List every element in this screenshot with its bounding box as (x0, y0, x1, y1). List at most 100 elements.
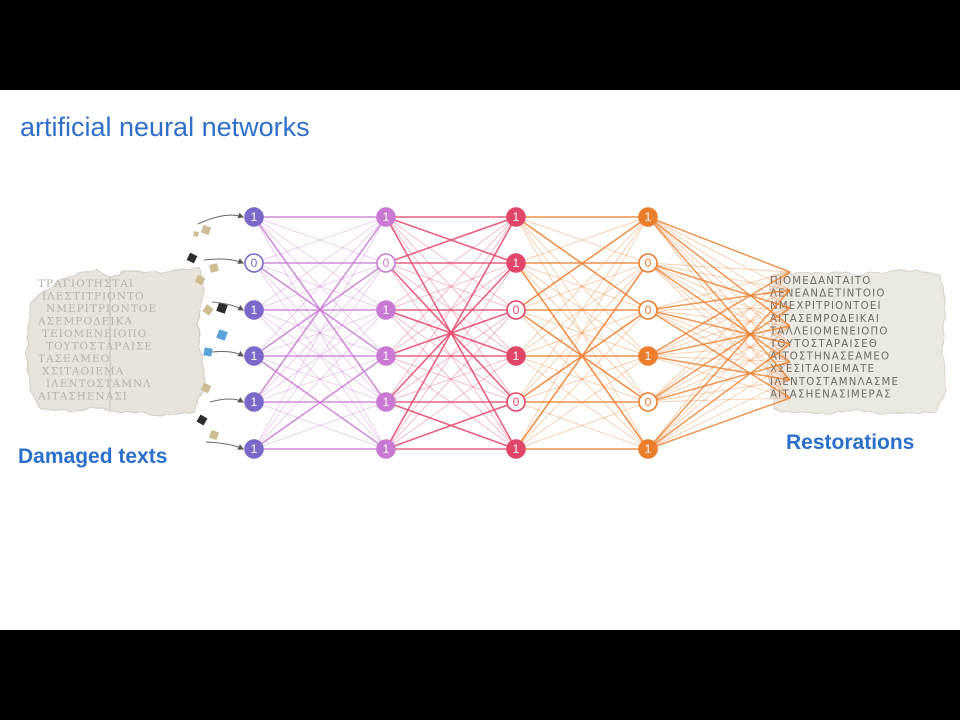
damaged-texts-caption: Damaged texts (18, 445, 168, 468)
restored-text-line: ΧΣΕΣΙΤΑΟΙΕΜΑΤΕ (770, 364, 875, 375)
network-node (506, 392, 526, 412)
network-node (506, 300, 526, 320)
output-edge (647, 325, 791, 450)
output-edge (647, 309, 791, 399)
network-edge (385, 216, 517, 357)
node-label: 0 (513, 395, 520, 409)
network-edge (515, 216, 649, 357)
network-edge (385, 355, 517, 450)
fragment-piece (196, 414, 208, 426)
node-label: 1 (383, 395, 390, 409)
network-edge (515, 309, 649, 357)
network-edge (515, 401, 649, 450)
network-node (376, 346, 396, 366)
damaged-text-line: ΤΑΣΕΑΜΕΟ (38, 353, 110, 365)
output-edge (647, 325, 791, 357)
damaged-text-line: ΤΕΙΟΜΕΝΕΙΟΠΟ (42, 328, 147, 340)
network-edge (515, 216, 649, 450)
node-label: 1 (645, 442, 652, 456)
network-edge (253, 216, 387, 357)
restored-text-line: ΛΕΝΕΑΝΔΕΤΙΝΤΟΙΟ (770, 289, 886, 300)
network-node (244, 392, 264, 412)
node-label: 1 (251, 395, 258, 409)
damaged-text-line: ΑΙΤΑΣΗΕΝΑΣΙ (37, 391, 128, 403)
network-edge (515, 262, 649, 357)
network-edge (253, 262, 387, 311)
restored-text-line: ΤΟΥΤΟΣΤΑΡΑΙΣΕΘ (769, 339, 878, 350)
output-edge (647, 271, 791, 450)
network-edge (253, 216, 387, 357)
node-label: 1 (513, 349, 520, 363)
network-edge (515, 216, 649, 311)
node-label: 1 (383, 303, 390, 317)
output-edge (647, 262, 791, 273)
network-edge (515, 216, 649, 403)
network-edge (253, 401, 387, 450)
node-label: 1 (251, 210, 258, 224)
input-arrow (205, 441, 245, 450)
output-edge (647, 216, 791, 399)
network-node (638, 439, 658, 459)
network-edge (385, 355, 517, 403)
network-edge (253, 216, 387, 264)
damaged-text-line: ΧΣΙΤΑΟΙΕΜΑ (42, 366, 124, 378)
network-node (638, 300, 658, 320)
node-label: 1 (251, 349, 258, 363)
network-edge (253, 216, 387, 403)
fragment-piece (186, 252, 198, 264)
output-edge (647, 271, 791, 311)
slide-title: artificial neural networks (20, 112, 310, 142)
network-node (506, 346, 526, 366)
output-edge (647, 355, 791, 381)
network-node (376, 207, 396, 227)
network-edge (385, 216, 517, 357)
network-edge (515, 309, 649, 450)
network-connections (253, 216, 649, 450)
restored-text-line: ΤΑΛΛΕΙΟΜΕΝΕΙΟΠΟ (769, 326, 889, 337)
output-edge (647, 289, 791, 311)
node-label: 1 (383, 349, 390, 363)
network-edge (385, 309, 517, 403)
node-label: 1 (251, 303, 258, 317)
output-edge (647, 343, 791, 357)
network-edge (253, 262, 387, 450)
network-edge (385, 216, 517, 403)
input-arrow (209, 397, 245, 403)
network-node (244, 346, 264, 366)
input-arrow (211, 301, 245, 311)
neural-network-diagram: ΤΡΑΓΙΟΤΗΣΤΑΙΙΛΕΣΤΙΤΡΙΟΝΤΟΝΜΕΡΙΤΡΙΟΝΤΟΕΑΣ… (25, 207, 947, 459)
output-edge (647, 379, 791, 450)
fragment-piece (216, 302, 228, 314)
fragment-piece (200, 382, 212, 394)
network-edge (385, 309, 517, 450)
damaged-text-line: ΝΜΕΡΙΤΡΙΟΝΤΟΕ (46, 303, 157, 315)
network-edge (253, 355, 387, 403)
node-label: 0 (645, 395, 652, 409)
network-edge (515, 355, 649, 403)
network-edge (253, 355, 387, 450)
output-edge (647, 216, 791, 273)
network-node (506, 253, 526, 273)
fragment-piece (200, 224, 212, 236)
network-edge (253, 401, 387, 450)
network-edge (515, 262, 649, 403)
network-node (244, 253, 264, 273)
output-edge (647, 289, 791, 403)
network-edge (253, 216, 387, 450)
network-edge (385, 262, 517, 357)
output-edge (647, 262, 791, 363)
damaged-text-line: ΙΛΕΣΤΙΤΡΙΟΝΤΟ (42, 291, 145, 303)
network-edge (385, 309, 517, 450)
network-edge (515, 262, 649, 311)
node-label: 0 (645, 256, 652, 270)
fragment-piece (194, 274, 206, 286)
network-edge (385, 401, 517, 450)
network-edge (253, 309, 387, 450)
output-edge (647, 216, 791, 291)
fragment-piece (216, 329, 228, 341)
output-edge (647, 262, 791, 381)
output-edge (647, 307, 791, 311)
output-edge (647, 289, 791, 450)
output-edge (647, 343, 791, 403)
